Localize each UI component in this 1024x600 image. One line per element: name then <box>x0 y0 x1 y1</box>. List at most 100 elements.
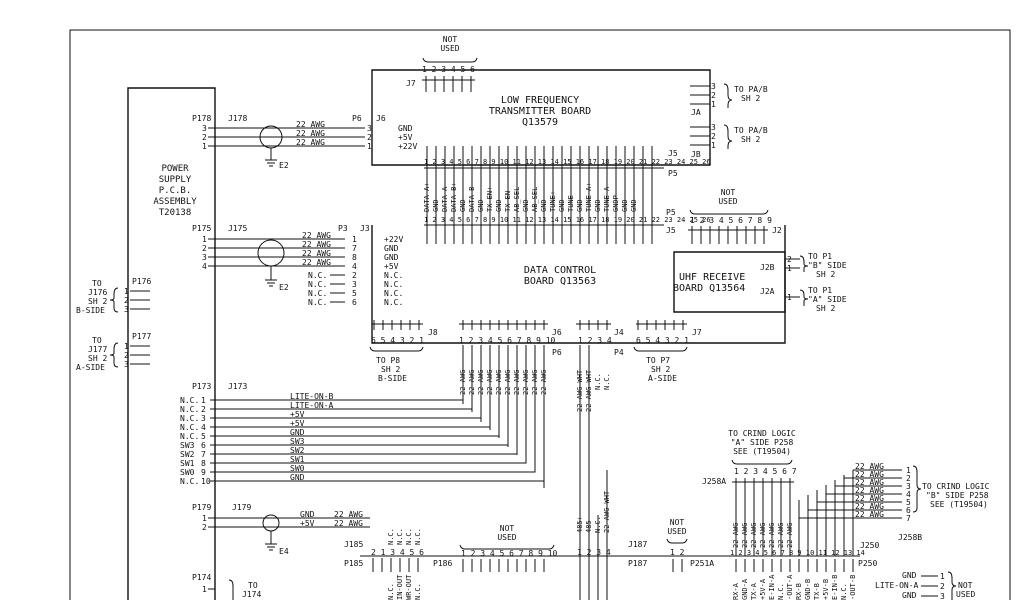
j258b-wire-awg: 22 AWG <box>855 502 884 511</box>
j258b-pin: 3 <box>906 482 911 491</box>
p176-label: P176 <box>132 277 151 286</box>
j179-pin2: 2 <box>202 523 207 532</box>
j258a-wire-awg: 22 AWG <box>759 523 767 548</box>
br-sig-gnd1: GND <box>902 571 917 580</box>
j8-label: J8 <box>428 328 438 337</box>
j173-wire-signal: SW3 <box>290 437 305 446</box>
j2b-label: J2B <box>760 263 775 272</box>
to-pab-b-2: SH 2 <box>741 135 760 144</box>
j179-harness: P179 J179 1 2 E4 GND +5V 22 AWG 22 AWG <box>192 503 370 556</box>
p185-label: P185 <box>344 559 363 568</box>
j185-top-label: N.C. <box>396 528 404 545</box>
j175-harness: P175 J175 1 2 3 4 E2 22 AWG 22 AWG 22 AW… <box>192 224 403 307</box>
lf-board-label-3: Q13579 <box>522 117 558 128</box>
j7-dc-label: J7 <box>692 328 702 337</box>
j173-wire-signal: LITE-ON-A <box>290 401 334 410</box>
j5-bottom-pins: 1 2 3 4 5 6 7 8 9 10 11 12 13 14 15 16 1… <box>424 216 711 224</box>
j173-left-signal: N.C. <box>180 396 199 405</box>
p5-signal-label: GND <box>621 199 629 212</box>
to-j176-4: B-SIDE <box>76 306 105 315</box>
j185-bottom-label: WR-OUT <box>405 574 413 600</box>
j175-pin4: 4 <box>202 262 207 271</box>
sheet-border <box>69 29 1011 600</box>
j258a-wire-awg: 22 AWG <box>768 523 776 548</box>
j3-sig-gnd1: GND <box>384 244 399 253</box>
j2-not-used-1: NOT <box>721 188 736 197</box>
j185-bottom-label: IN-OUT <box>396 574 404 600</box>
p5-signal-label: GND <box>432 199 440 212</box>
lf-board-label-1: LOW FREQUENCY <box>501 95 579 106</box>
j178-pin1: 1 <box>202 142 207 151</box>
jb-label: JB <box>691 150 701 159</box>
to-j174-2: J174 <box>242 590 261 599</box>
j5-label-bottom: J5 <box>666 226 676 235</box>
j173-label: J173 <box>228 382 247 391</box>
j258b-pin: 2 <box>906 474 911 483</box>
j250-signal-label: TX-A <box>750 582 758 600</box>
power-supply-label-5: T20138 <box>159 208 192 218</box>
to-p1-a-1: TO P1 <box>808 286 832 295</box>
j185-pins: 2 1 3 4 5 6 <box>371 548 424 557</box>
j6-pin1: 1 <box>367 142 372 151</box>
j173-pin: 8 <box>201 459 206 468</box>
j173-wire-signal: GND <box>290 428 305 437</box>
uhf-label-2: BOARD Q13564 <box>673 283 745 294</box>
ja-pin1: 1 <box>711 100 716 109</box>
p177-pin1: 1 <box>124 342 129 351</box>
j3-sig-nc3: N.C. <box>384 289 403 298</box>
crind-a-3: SEE (T19504) <box>733 447 791 456</box>
j185-top-label: N.C. <box>387 528 395 545</box>
power-supply-board: POWER SUPPLY P.C.B. ASSEMBLY T20138 <box>127 87 216 600</box>
j179-pin1: 1 <box>202 514 207 523</box>
br-pin3: 3 <box>940 592 945 600</box>
j258b-wire-awg: 22 AWG <box>855 470 884 479</box>
j4-nc2: N.C. <box>603 373 611 390</box>
j2a-label: J2A <box>760 287 775 296</box>
to-pab-a-1: TO PA/B <box>734 85 768 94</box>
j187-awg-wht: 22 AWG WHT <box>603 490 611 533</box>
j3-sig-gnd2: GND <box>384 253 399 262</box>
p177-pin2: 2 <box>124 351 129 360</box>
j2b-pin2: 2 <box>787 255 792 264</box>
p5-signal-label: TUNE-A+ <box>585 182 593 212</box>
p5-signal-label: DATA-A+ <box>423 182 431 212</box>
j175-pin2: 2 <box>202 244 207 253</box>
j179-label: J179 <box>232 503 251 512</box>
j7-pins: 1 2 3 4 5 6 <box>422 65 475 74</box>
low-frequency-transmitter-board: LOW FREQUENCY TRANSMITTER BOARD Q13579 N… <box>371 35 768 178</box>
j258a-wire-awg: 22 AWG <box>741 523 749 548</box>
p186-not-used-1: NOT <box>500 524 515 533</box>
j173-wire-signal: +5V <box>290 410 305 419</box>
crind-b-3: SEE (T19504) <box>930 500 988 509</box>
j173-left-signal: N.C. <box>180 432 199 441</box>
ja-label: JA <box>691 108 701 117</box>
j250-signal-label: -OUT-A <box>786 574 794 600</box>
j178-wire1: 22 AWG <box>296 120 325 129</box>
to-p8-2: SH 2 <box>381 365 400 374</box>
to-pab-b-1: TO PA/B <box>734 126 768 135</box>
j173-left-signal: SW3 <box>180 441 195 450</box>
to-p1-b-2: "B" SIDE <box>808 261 847 270</box>
p5-label-top: P5 <box>668 169 678 178</box>
j258b-pin: 1 <box>906 466 911 475</box>
to-p7-3: A-SIDE <box>648 374 677 383</box>
br-sig-gnd2: GND <box>902 591 917 600</box>
p5-ribbon: 1 2 3 4 5 6 7 8 9 10 11 12 13 14 15 16 1… <box>423 146 711 244</box>
j250-label: J250 <box>860 541 879 550</box>
e2-ground-1: E2 <box>279 161 289 170</box>
j6-dc-pins: 1 2 3 4 5 6 7 8 9 10 <box>459 336 556 345</box>
p5-signal-label: TX-EN- <box>504 187 512 212</box>
j173-wire <box>210 345 500 437</box>
j2a-pin1: 1 <box>787 293 792 302</box>
j3-sig-nc4: N.C. <box>384 298 403 307</box>
j173-pin: 4 <box>201 423 206 432</box>
to-j174-1: TO <box>248 581 258 590</box>
j179-wire1: 22 AWG <box>334 510 363 519</box>
j250-signal-label: GND-B <box>804 579 812 600</box>
j178-wire2: 22 AWG <box>296 129 325 138</box>
p178-label: P178 <box>192 114 211 123</box>
